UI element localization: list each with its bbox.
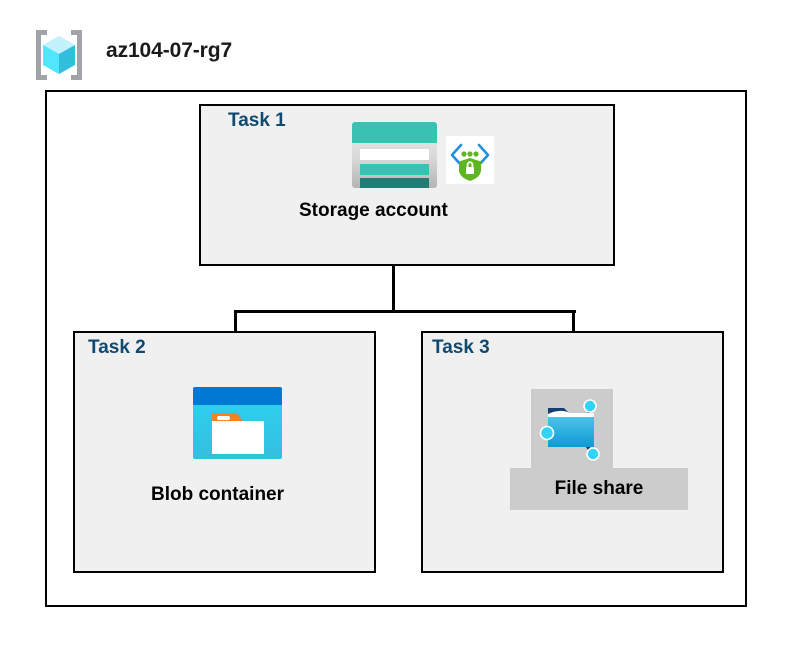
resource-group-name: az104-07-rg7 — [106, 39, 233, 62]
blob-container-caption: Blob container — [151, 484, 285, 505]
file-share-label-highlight — [510, 468, 688, 510]
task-2-label: Task 2 — [88, 337, 146, 358]
blob-container-icon — [193, 387, 282, 459]
private-endpoint-icon — [446, 136, 494, 184]
file-share-icon — [536, 392, 610, 466]
storage-account-caption: Storage account — [299, 200, 448, 221]
task-1-label: Task 1 — [228, 110, 286, 131]
resource-group-cube-icon — [30, 27, 88, 83]
file-share-caption: File share — [554, 478, 644, 499]
task-3-label: Task 3 — [432, 337, 490, 358]
connector-trunk — [392, 266, 395, 312]
resource-group-header: az104-07-rg7 — [30, 27, 330, 83]
connector-horizontal-bar — [234, 310, 576, 313]
storage-account-icon — [352, 122, 437, 188]
